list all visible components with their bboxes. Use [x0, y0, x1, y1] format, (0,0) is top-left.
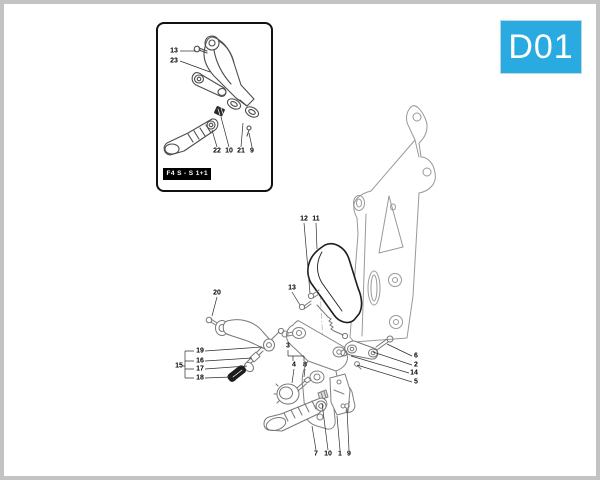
main-callout-6: 6	[414, 352, 418, 360]
main-callout-17: 17	[196, 365, 204, 373]
main-callout-19: 19	[196, 347, 204, 355]
inset-callout-22: 22	[213, 147, 221, 155]
adjuster-knob-drawing	[273, 376, 312, 405]
inset-callout-10: 10	[225, 147, 233, 155]
gear-lever-drawing	[205, 316, 285, 382]
main-callout-18: 18	[196, 374, 204, 382]
frame-plate-drawing	[349, 105, 436, 343]
main-callout-9: 9	[347, 450, 351, 458]
main-callout-15: 15	[175, 362, 183, 370]
main-callout-11: 11	[312, 215, 320, 223]
main-callout-13: 13	[288, 284, 296, 292]
heel-guard-drawing	[307, 243, 363, 324]
main-callout-4: 4	[292, 361, 296, 369]
main-callout-10: 10	[324, 450, 332, 458]
inset-callout-23: 23	[170, 57, 178, 65]
variant-label: F4 S - S 1+1	[163, 168, 212, 180]
main-callout-7: 7	[314, 450, 318, 458]
main-callout-8: 8	[303, 361, 307, 369]
main-callout-16: 16	[196, 357, 204, 365]
guard-screws-drawing	[298, 289, 349, 340]
main-callout-14: 14	[410, 369, 418, 377]
footpeg-drawing	[263, 397, 328, 432]
main-callout-5: 5	[414, 378, 418, 386]
inset-callout-21: 21	[237, 147, 245, 155]
link-rod-drawing	[340, 335, 394, 370]
peg-mount-drawing	[317, 373, 351, 416]
inset-callout-9: 9	[250, 147, 254, 155]
callout-leader-lines	[179, 50, 413, 451]
variant-inset-box	[156, 22, 273, 192]
plate-code-badge: D01	[500, 20, 582, 74]
main-callout-2: 2	[414, 361, 418, 369]
main-callout-1: 1	[338, 450, 342, 458]
inset-callout-13: 13	[170, 47, 178, 55]
inset-footrest-drawing	[163, 35, 260, 156]
main-callout-12: 12	[300, 215, 308, 223]
main-callout-3: 3	[286, 342, 290, 350]
main-callout-20: 20	[213, 289, 221, 297]
